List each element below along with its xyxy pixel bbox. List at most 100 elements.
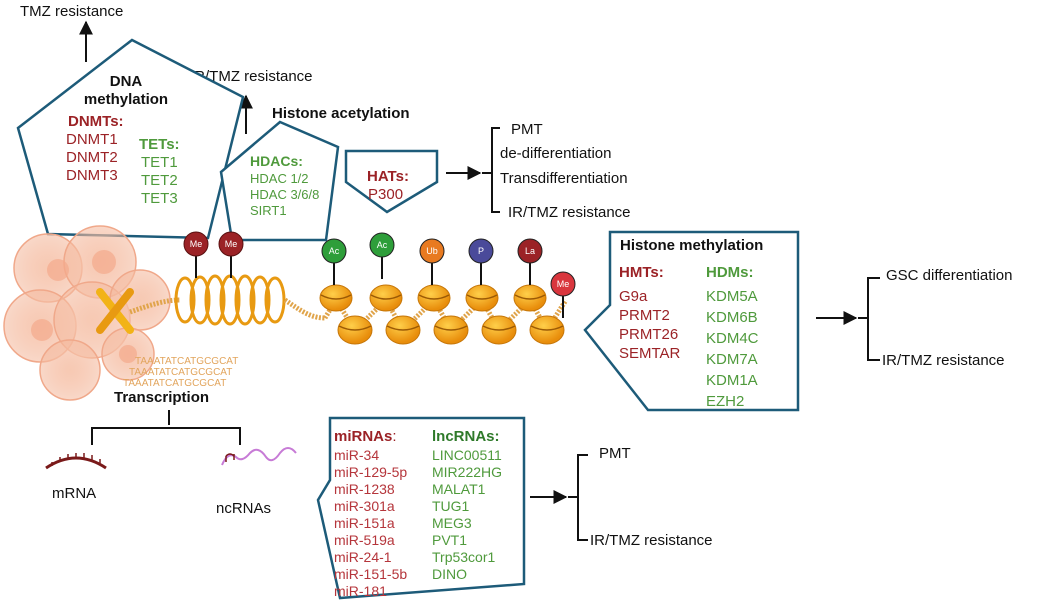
histone-methylation-title: Histone methylation [620, 237, 763, 254]
acetylation-outcome: IR/TMZ resistance [508, 204, 631, 221]
modification-mark-icon [517, 238, 543, 264]
ir-tmz-resistance-top-label: IR/TMZ resistance [190, 68, 313, 85]
dna-strand-mid [283, 297, 326, 321]
hdacs-box [219, 120, 340, 242]
lncrna-item: MALAT1 [432, 481, 486, 497]
sequence-line: TAAATATCATGCGCAT [135, 356, 238, 367]
methyl-mark-icon [183, 231, 209, 257]
mirna-item: miR-129-5p [334, 464, 407, 480]
hdm-item: EZH2 [706, 393, 744, 410]
mirna-item: miR-34 [334, 447, 379, 463]
ncrnas-label: ncRNAs [216, 500, 271, 517]
modification-label: P [478, 246, 484, 256]
acetylation-outcome: de-differentiation [500, 145, 611, 162]
sequence-line: TAAATATCATGCGCAT [123, 378, 226, 389]
hmt-item: SEMTAR [619, 345, 681, 362]
modification-mark-icon [419, 238, 445, 264]
lncrna-item: LINC00511 [432, 447, 502, 463]
methyl-mark-label: Me [225, 239, 238, 249]
lncrna-item: TUG1 [432, 498, 470, 514]
mirna-item: miR-1238 [334, 481, 395, 497]
dna-methylation-title-1: DNA [110, 73, 143, 90]
hdac-item: HDAC 3/6/8 [250, 187, 319, 202]
modification-mark-icon [369, 232, 395, 258]
mirna-item: miR-301a [334, 498, 395, 514]
mrna-label: mRNA [52, 485, 96, 502]
methylation-outcome: GSC differentiation [886, 267, 1012, 284]
tet-item: TET2 [141, 172, 178, 189]
modification-mark-icon [321, 238, 347, 264]
glioma-cells-illustration [3, 225, 171, 401]
dna-methylation-title-2: methylation [84, 91, 168, 108]
hat-item: P300 [368, 186, 403, 203]
transcription-title: Transcription [114, 389, 209, 406]
chromosome-icon [96, 288, 134, 334]
dnmt-item: DNMT2 [66, 149, 118, 166]
methylation-outcomes-bracket [858, 277, 880, 361]
modification-label: Ac [329, 246, 340, 256]
hmt-item: G9a [619, 288, 648, 305]
hmt-item: PRMT26 [619, 326, 678, 343]
dna-sequence: TAAATATCATGCGCAT TAAATATCATGCGCAT TAAATA… [123, 356, 238, 389]
acetylation-outcome: Transdifferentiation [500, 170, 628, 187]
lncrnas-header: lncRNAs: [432, 428, 500, 445]
mirnas-header: miRNAs: [334, 428, 397, 445]
modification-mark-icon [550, 271, 576, 297]
hdms-header: HDMs: [706, 264, 754, 281]
hdac-item: SIRT1 [250, 203, 287, 218]
dna-coil [174, 274, 286, 326]
modification-mark-icon [468, 238, 494, 264]
hmts-header: HMTs: [619, 264, 664, 281]
acetylation-outcomes-bracket [482, 127, 500, 213]
nucleosome-icon [319, 284, 353, 312]
acetylation-outcome: PMT [511, 121, 543, 138]
modification-label: Ub [426, 246, 438, 256]
dna-strand-left [129, 297, 181, 315]
modification-label: Ac [377, 240, 388, 250]
nucleosome-chain [319, 284, 569, 345]
hats-box [344, 149, 439, 214]
methyl-mark-label: Me [190, 239, 203, 249]
histone-acetylation-title: Histone acetylation [272, 105, 410, 122]
sequence-line: TAAATATCATGCGCAT [129, 367, 232, 378]
lncrna-item: PVT1 [432, 532, 467, 548]
mirna-list: miR-34miR-129-5pmiR-1238miR-301amiR-151a… [334, 447, 407, 599]
tets-header: TETs: [139, 136, 180, 153]
mirna-item: miR-151-5b [334, 566, 407, 582]
methylation-outcome: IR/TMZ resistance [882, 352, 1005, 369]
hdacs-header: HDACs: [250, 153, 303, 169]
lncrna-item: Trp53cor1 [432, 549, 496, 565]
hdm-item: KDM7A [706, 351, 758, 368]
dna-methylation-box [16, 38, 245, 240]
mirna-item: miR-519a [334, 532, 395, 548]
tmz-resistance-label: TMZ resistance [20, 3, 123, 20]
noncoding-rna-box [316, 416, 526, 600]
noncoding-outcome: PMT [599, 445, 631, 462]
nucleosome-icon [465, 284, 499, 312]
dnmts-header: DNMTs: [68, 113, 124, 130]
lncrna-item: MIR222HG [432, 464, 502, 480]
nucleosome-icon [513, 284, 547, 312]
dnmt-item: DNMT1 [66, 131, 118, 148]
hdm-item: KDM4C [706, 330, 759, 347]
hats-header: HATs: [367, 168, 409, 185]
nucleosome-icon [369, 284, 403, 312]
modification-label: Me [557, 279, 570, 289]
methyl-mark-icon [218, 231, 244, 257]
hmt-item: PRMT2 [619, 307, 670, 324]
mirna-item: miR-151a [334, 515, 395, 531]
dnmt-item: DNMT3 [66, 167, 118, 184]
histone-methylation-box [583, 230, 800, 412]
modification-label: La [525, 246, 535, 256]
nucleosome-icon [417, 284, 451, 312]
mirna-item: miR-181 [334, 583, 387, 599]
ncrna-icon [221, 447, 297, 466]
mirna-item: miR-24-1 [334, 549, 392, 565]
tet-item: TET1 [141, 154, 178, 171]
noncoding-outcome: IR/TMZ resistance [590, 532, 713, 549]
methyl-marks-coil: Me Me [183, 231, 244, 278]
lncrna-item: MEG3 [432, 515, 472, 531]
mirnas-header-colon: : [392, 428, 396, 445]
